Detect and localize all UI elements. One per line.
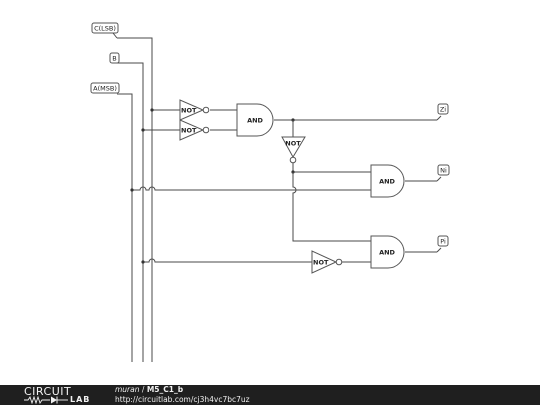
path-separator: / xyxy=(141,385,145,394)
input-tag-b[interactable]: B xyxy=(109,52,120,64)
resistor-diode-icon xyxy=(24,395,68,404)
logo-text-bottom: LAB xyxy=(70,395,91,404)
not-gate-3-label: NOT xyxy=(285,140,301,148)
input-label-b: B xyxy=(112,55,116,63)
and-gate-3-label: AND xyxy=(379,249,395,257)
wire-b xyxy=(117,62,144,362)
input-label-c-lsb: C(LSB) xyxy=(94,25,116,33)
and-gate-3[interactable]: AND xyxy=(370,235,405,269)
input-tag-a-msb[interactable]: A(MSB) xyxy=(90,82,120,94)
and-gate-1-label: AND xyxy=(247,117,263,125)
not-gate-1[interactable]: NOT xyxy=(179,99,210,121)
and-gate-2-label: AND xyxy=(379,178,395,186)
not-gate-2-label: NOT xyxy=(181,127,197,135)
output-tag-zi[interactable]: Zi xyxy=(437,103,449,115)
output-tag-ni[interactable]: Ni xyxy=(437,164,450,176)
author-name[interactable]: muran xyxy=(115,385,140,394)
not-gate-4[interactable]: NOT xyxy=(311,250,343,274)
circuit-url[interactable]: http://circuitlab.com/cj3h4vc7bc7uz xyxy=(115,394,250,404)
circuitlab-logo[interactable]: CIRCUIT LAB xyxy=(24,385,98,404)
not-gate-3[interactable]: NOT xyxy=(281,136,306,164)
not-gate-4-label: NOT xyxy=(313,259,329,267)
wire-c-lsb xyxy=(117,37,153,362)
output-label-ni: Ni xyxy=(440,167,447,175)
output-label-zi: Zi xyxy=(440,106,446,114)
circuit-meta: muran / M5_C1_b http://circuitlab.com/cj… xyxy=(115,385,250,404)
output-label-pi: Pi xyxy=(440,238,446,246)
output-tag-pi[interactable]: Pi xyxy=(437,235,449,247)
footer-bar: CIRCUIT LAB muran / M5_C1_b http://circu… xyxy=(0,385,540,405)
circuit-name[interactable]: M5_C1_b xyxy=(146,385,184,394)
wire-a-msb xyxy=(117,93,133,362)
schematic-diagram: C(LSB) B A(MSB) Zi Ni Pi NOT xyxy=(90,22,450,362)
not-gate-1-label: NOT xyxy=(181,107,197,115)
and-gate-2[interactable]: AND xyxy=(370,164,405,198)
logo-text-top: CIRCUIT xyxy=(24,385,72,398)
and-gate-1[interactable]: AND xyxy=(236,103,274,137)
input-label-a-msb: A(MSB) xyxy=(93,85,117,93)
input-tag-c-lsb[interactable]: C(LSB) xyxy=(91,22,119,34)
not-gate-2[interactable]: NOT xyxy=(179,119,210,141)
